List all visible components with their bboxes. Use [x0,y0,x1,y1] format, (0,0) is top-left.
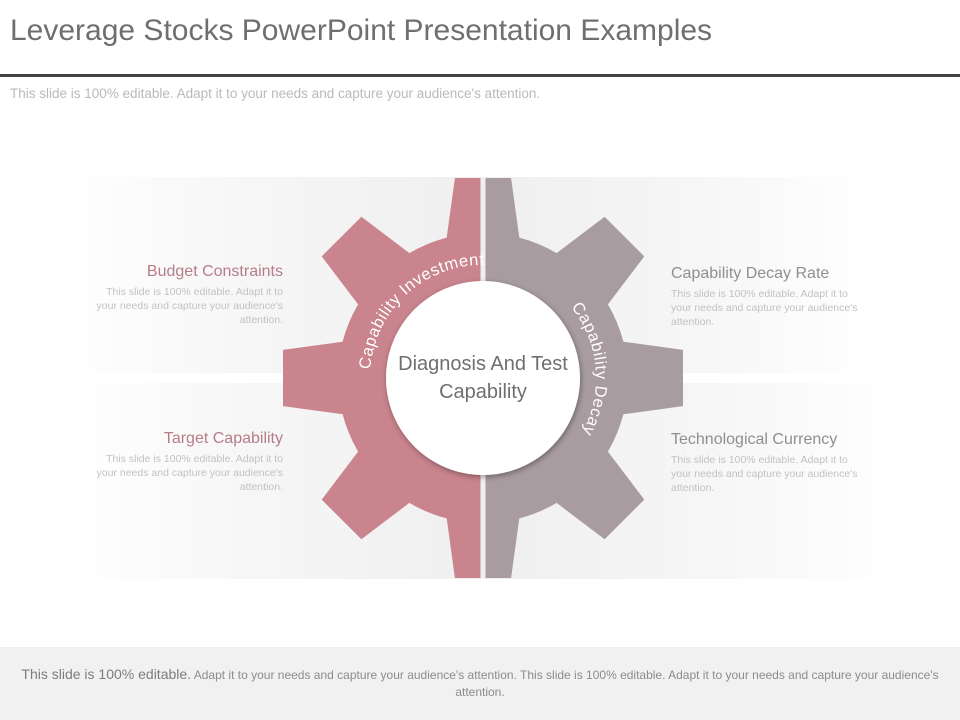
item-technological-currency: Technological Currency This slide is 100… [671,431,871,495]
title-divider [0,74,960,77]
footer: This slide is 100% editable. Adapt it to… [0,647,960,720]
item-heading: Target Capability [163,430,283,447]
slide-title: Leverage Stocks PowerPoint Presentation … [10,14,713,47]
item-body: This slide is 100% editable. Adapt it to… [671,454,858,494]
center-label: Diagnosis And Test Capability [398,353,568,403]
item-body: This slide is 100% editable. Adapt it to… [96,453,283,493]
center-circle [386,281,580,475]
item-heading: Budget Constraints [146,263,283,280]
item-heading: Technological Currency [671,431,838,448]
item-body: This slide is 100% editable. Adapt it to… [96,286,283,326]
item-budget-constraints: Budget Constraints This slide is 100% ed… [83,263,283,327]
gear-right-half [485,178,683,578]
footer-lead: This slide is 100% editable. [21,666,192,682]
gear-left-half [283,178,481,578]
item-heading: Capability Decay Rate [671,265,830,282]
item-body: This slide is 100% editable. Adapt it to… [671,288,858,328]
item-target-capability: Target Capability This slide is 100% edi… [83,430,283,494]
footer-text: Adapt it to your needs and capture your … [191,668,939,699]
slide-subtitle: This slide is 100% editable. Adapt it to… [10,86,541,101]
item-capability-decay-rate: Capability Decay Rate This slide is 100%… [671,265,871,329]
